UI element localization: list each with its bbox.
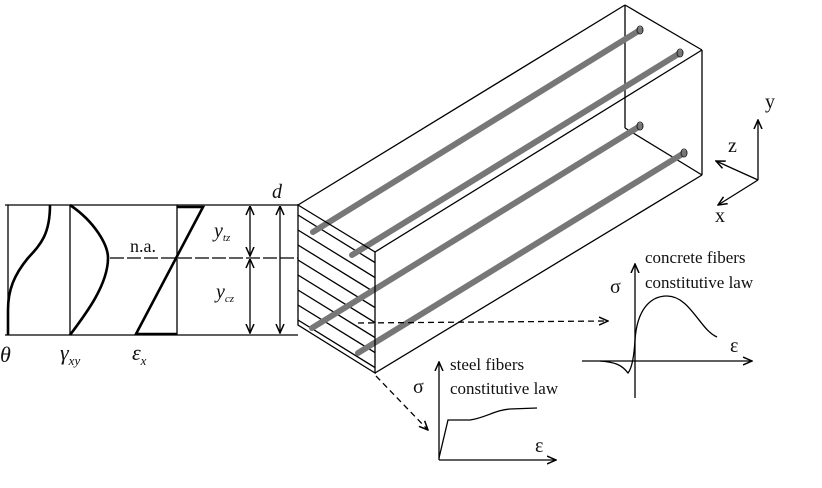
steel-epsilon-label: ε [535,435,543,457]
rebar-group [309,25,688,356]
z-axis-arrow [716,161,759,181]
rebar-top-left [310,27,643,235]
y-axis-label: y [765,91,775,113]
concrete-curve [599,295,718,375]
gamma-profile [68,203,110,336]
section-hatching [298,214,375,373]
theta-label: θ [0,342,11,367]
steel-curve [438,407,538,459]
rebar-bottom-left [309,123,643,331]
steel-title-line2: constitutive law [450,379,559,398]
coordinate-axes: y z x [715,91,775,227]
concrete-epsilon-label: ε [730,335,738,357]
concrete-sigma-label: σ [610,276,621,298]
x-axis-arrow [718,179,759,205]
steel-constitutive-law: σ ε steel fibers constitutive law [413,355,559,460]
y-tz-label: ytz [212,220,231,244]
epsilon-label: εx [132,340,147,368]
concrete-constitutive-law: σ ε concrete fibers constitutive law [582,248,754,398]
concrete-title-line2: constitutive law [645,273,754,292]
theta-profile [6,204,52,335]
steel-title-line1: steel fibers [450,355,524,374]
d-label: d [272,181,283,203]
concrete-title-line1: concrete fibers [645,248,746,267]
beam-3d [297,4,703,375]
y-cz-label: ycz [214,281,235,305]
gamma-label: γxy [60,340,80,368]
x-axis-label: x [715,205,725,227]
epsilon-profile [133,205,206,336]
rebar-top-right [349,50,683,258]
concrete-fiber-pointer [357,321,608,323]
section-profiles: θ γxy εx n.a. ytz ycz d [0,181,298,368]
z-axis-label: z [728,135,737,157]
steel-sigma-label: σ [413,376,424,398]
neutral-axis-label: n.a. [130,236,156,256]
steel-fiber-pointer [375,375,428,430]
rebar-bottom-right [355,150,687,356]
